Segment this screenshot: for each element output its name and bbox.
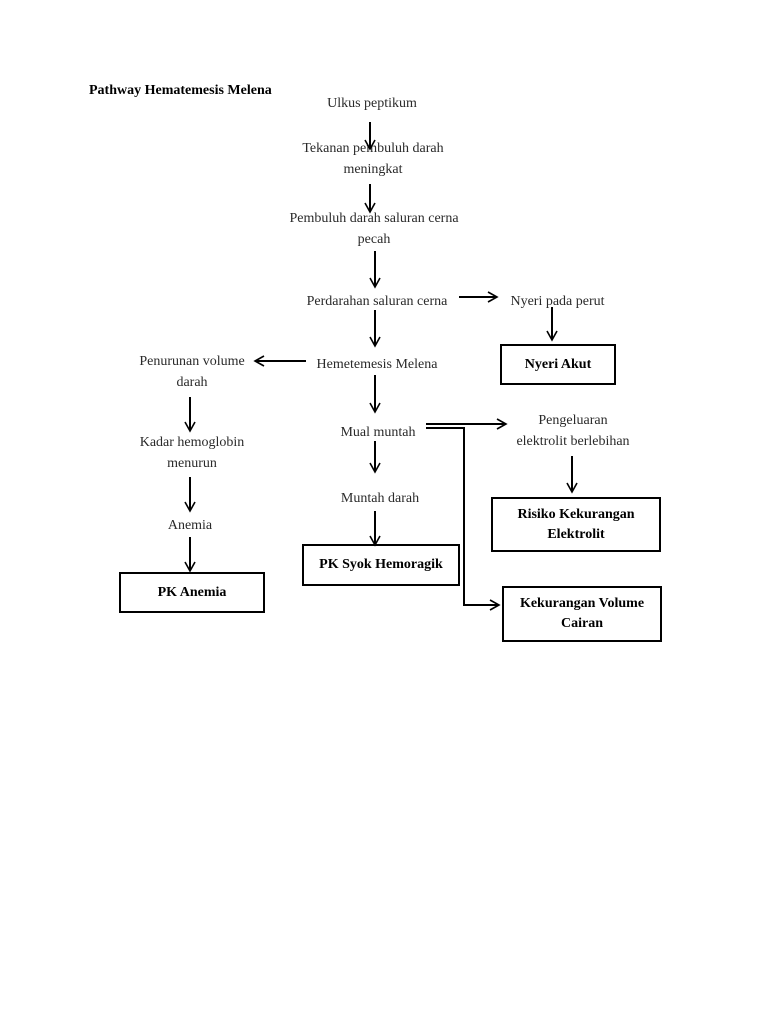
box-nyeri-akut: Nyeri Akut: [500, 344, 616, 385]
box-kekurangan-volume-cairan: Kekurangan Volume Cairan: [502, 586, 662, 642]
box-risiko-kekurangan-elektrolit: Risiko Kekurangan Elektrolit: [491, 497, 661, 552]
box-pk-syok-hemoragik: PK Syok Hemoragik: [302, 544, 460, 586]
node-nyeri-perut: Nyeri pada perut: [510, 294, 605, 309]
node-tekanan-pembuluh: Tekanan pembuluh darah meningkat: [302, 141, 444, 177]
node-pengeluaran-elektrolit: Pengeluaran elektrolit berlebihan: [516, 413, 630, 449]
arrow-mual-to-kekurangan-volume: [426, 427, 501, 611]
box-pk-anemia: PK Anemia: [119, 572, 265, 613]
diagram-title: Pathway Hematemesis Melena: [89, 83, 272, 98]
node-hematemesis-melena: Hemetemesis Melena: [316, 357, 438, 372]
node-perdarahan: Perdarahan saluran cerna: [306, 294, 448, 309]
node-mual-muntah: Mual muntah: [340, 425, 416, 440]
node-anemia: Anemia: [167, 518, 213, 533]
node-muntah-darah: Muntah darah: [340, 491, 420, 506]
node-penurunan-volume: Penurunan volume darah: [139, 354, 245, 390]
node-kadar-hemoglobin: Kadar hemoglobin menurun: [139, 435, 245, 471]
node-pembuluh-pecah: Pembuluh darah saluran cerna pecah: [289, 211, 459, 247]
node-ulkus-peptikum: Ulkus peptikum: [327, 96, 417, 111]
